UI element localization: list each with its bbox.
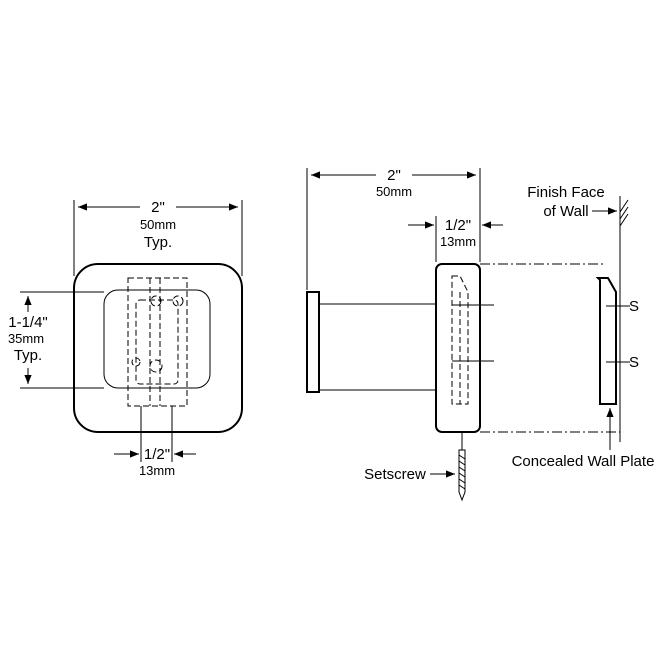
- setscrew-icon: [458, 432, 466, 502]
- side-plate-in: 1/2": [445, 217, 471, 234]
- front-height-typ: Typ.: [14, 347, 42, 364]
- front-hidden-plate-inner: [135, 299, 179, 385]
- wall-hatch-1: [619, 199, 629, 213]
- side-s-label-bottom: S: [629, 354, 639, 371]
- front-screw-hole-top-left: [150, 295, 162, 307]
- concealed-plate-label: Concealed Wall Plate: [512, 453, 655, 470]
- front-width-mm: 50mm: [140, 217, 176, 232]
- finish-face-label-line2: of Wall: [543, 203, 588, 220]
- front-height-in: 1-1/4": [8, 314, 48, 331]
- front-screw-hole-top-right: [172, 295, 184, 307]
- finish-face-label-line1: Finish Face: [527, 184, 605, 201]
- side-s-label-top: S: [629, 298, 639, 315]
- front-flange-outline: [73, 263, 243, 433]
- wall-hatch-3: [619, 213, 629, 227]
- front-screw-hole-bottom: [149, 359, 163, 373]
- side-plate-mm: 13mm: [440, 234, 476, 249]
- front-offset-in: 1/2": [144, 446, 170, 463]
- front-hidden-plate: [127, 277, 188, 407]
- side-depth-in: 2": [387, 167, 401, 184]
- front-offset-mm: 13mm: [139, 463, 175, 478]
- side-hook-tip: [306, 291, 320, 393]
- wall-hatch-2: [619, 206, 629, 220]
- front-width-in: 2": [151, 199, 165, 216]
- side-flange-hidden-profile: [451, 275, 469, 405]
- side-concealed-wall-plate: [595, 277, 617, 405]
- front-inner-square: [103, 289, 211, 389]
- front-screw-hole-mid: [131, 357, 141, 367]
- front-view: 2" 50mm Typ. 1-1/4" 35mm Typ. 1/2" 13mm: [8, 199, 243, 478]
- front-width-typ: Typ.: [144, 234, 172, 251]
- side-view: S S Finish Face of Wall 2" 50mm 1/2" 13m…: [306, 167, 655, 502]
- front-height-mm: 35mm: [8, 331, 44, 346]
- setscrew-label: Setscrew: [364, 466, 426, 483]
- side-flange-body: [435, 263, 481, 433]
- side-depth-mm: 50mm: [376, 184, 412, 199]
